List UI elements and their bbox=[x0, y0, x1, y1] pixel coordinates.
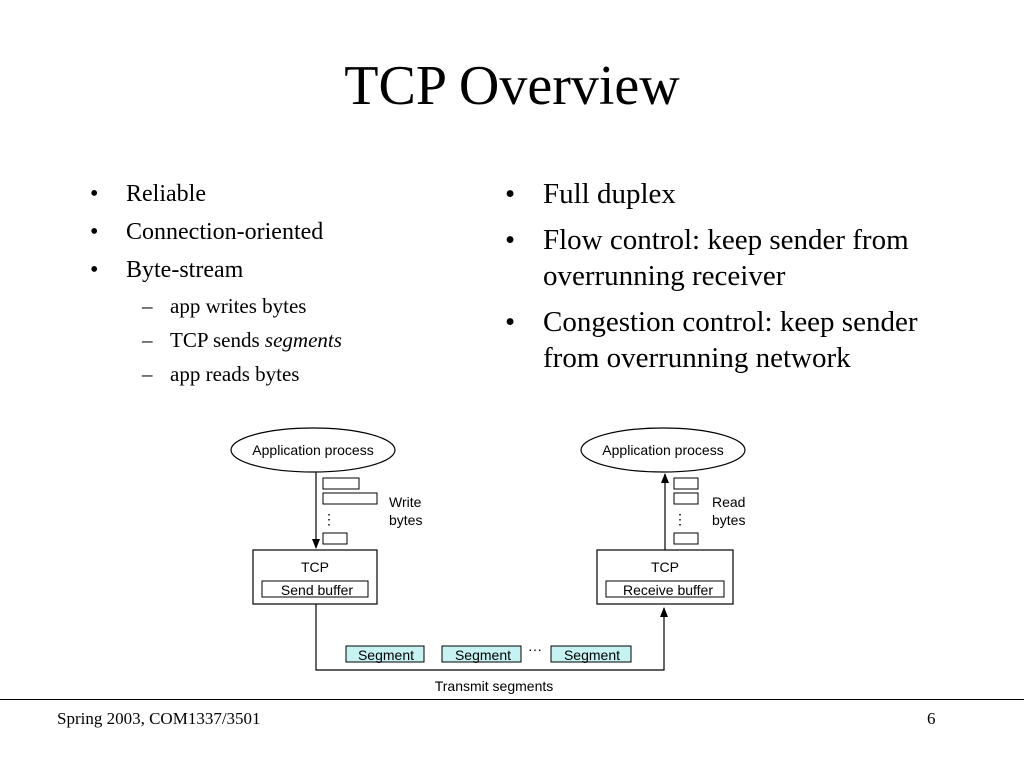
sub-bullet-tcp-sends-emphasis: segments bbox=[264, 328, 342, 352]
transmit-segments-label: Transmit segments bbox=[435, 678, 554, 694]
send-buffer-box bbox=[261, 580, 369, 598]
sub-bullet-tcp-sends-prefix: TCP sends bbox=[170, 328, 265, 352]
receiver-byte-stack bbox=[673, 477, 699, 545]
footer-course: Spring 2003, COM1337/3501 bbox=[57, 709, 261, 728]
bullet-full-duplex: Full duplex bbox=[505, 176, 925, 212]
bullet-congestion-control: Congestion control: keep sender from ove… bbox=[505, 304, 925, 376]
receive-buffer-box bbox=[605, 580, 725, 598]
bullet-connection-oriented: Connection-oriented bbox=[90, 213, 480, 251]
read-label-line2: bytes bbox=[712, 512, 745, 528]
segment-box-2 bbox=[441, 645, 522, 663]
bullet-flow-control: Flow control: keep sender from overrunni… bbox=[505, 222, 925, 294]
segment-box-1 bbox=[345, 645, 425, 663]
footer-divider bbox=[0, 699, 1024, 700]
sub-bullet-app-writes: app writes bytes bbox=[90, 289, 480, 323]
receiver-tcp-label: TCP bbox=[651, 559, 679, 575]
receiver-ellipsis: ⋮ bbox=[673, 511, 687, 527]
sender-byte-stack bbox=[322, 477, 378, 545]
sender-ellipsis: ⋮ bbox=[322, 511, 336, 527]
bullet-reliable: Reliable bbox=[90, 175, 480, 213]
write-label-line1: Write bbox=[389, 494, 422, 510]
right-bullet-list: Full duplex Flow control: keep sender fr… bbox=[505, 176, 925, 386]
bullet-byte-stream: Byte-stream bbox=[90, 251, 480, 289]
sub-bullet-tcp-sends: TCP sends segments bbox=[90, 323, 480, 357]
left-bullet-list: Reliable Connection-oriented Byte-stream… bbox=[90, 175, 480, 391]
sub-bullet-app-reads: app reads bytes bbox=[90, 357, 480, 391]
receiver-process-ellipse bbox=[580, 427, 746, 473]
segment-label-2: Segment bbox=[455, 647, 511, 663]
receive-buffer-label: Receive buffer bbox=[623, 582, 713, 598]
slide-title: TCP Overview bbox=[344, 55, 680, 117]
write-label-line2: bytes bbox=[389, 512, 422, 528]
footer-page-number: 6 bbox=[927, 709, 936, 728]
send-buffer-label: Send buffer bbox=[281, 582, 353, 598]
read-label-line1: Read bbox=[712, 494, 745, 510]
sender-process-ellipse bbox=[230, 427, 396, 473]
segment-ellipsis: ··· bbox=[528, 641, 542, 657]
transmit-path-arrow bbox=[315, 604, 668, 671]
sender-process-label: Application process bbox=[252, 442, 373, 458]
segment-label-1: Segment bbox=[358, 647, 414, 663]
receiver-process-label: Application process bbox=[602, 442, 723, 458]
segment-label-3: Segment bbox=[564, 647, 620, 663]
segment-box-3 bbox=[550, 645, 632, 663]
sender-tcp-label: TCP bbox=[301, 559, 329, 575]
